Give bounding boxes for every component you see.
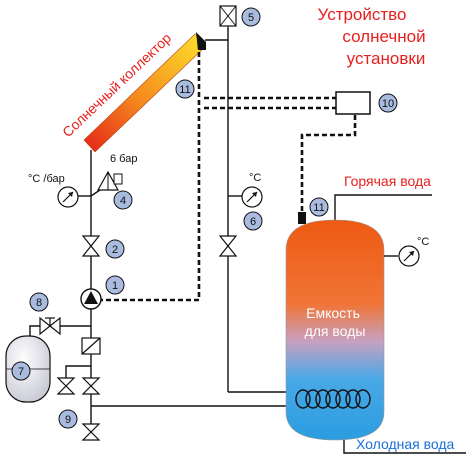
svg-text:1: 1 <box>112 280 118 292</box>
svg-text:6: 6 <box>250 216 256 228</box>
tank-temp-gauge <box>384 245 420 267</box>
air-vent <box>219 5 237 30</box>
badge-2: 2 <box>105 239 125 259</box>
safety-valve-pressure-label: 6 бар <box>110 153 137 165</box>
cold-water-label: Холодная вода <box>356 436 455 452</box>
temp-gauge-6 <box>241 186 263 208</box>
water-tank: Емкость для воды <box>285 219 385 441</box>
svg-text:10: 10 <box>382 98 394 110</box>
badge-8: 8 <box>29 292 49 312</box>
svg-text:2: 2 <box>112 244 118 256</box>
title-line-1: Устройство <box>318 5 407 24</box>
gauge-temp-label: °C <box>249 172 261 184</box>
svg-text:9: 9 <box>65 414 71 426</box>
svg-text:11: 11 <box>313 202 324 214</box>
tank-label-1: Емкость <box>306 305 360 321</box>
badge-5: 5 <box>241 7 261 27</box>
hot-water-label: Горячая вода <box>344 173 431 189</box>
svg-text:11: 11 <box>179 84 190 96</box>
valve-right-6 <box>218 235 238 257</box>
valve-expansion-8 <box>39 316 61 336</box>
circulation-pump <box>80 288 102 310</box>
controller-box <box>335 91 371 115</box>
tank-sensor <box>298 212 306 224</box>
svg-text:5: 5 <box>248 12 254 24</box>
valve-bottom-c <box>81 423 101 441</box>
title-line-3: установки <box>347 49 426 68</box>
heat-exchanger-coil <box>295 389 371 409</box>
badge-7: 7 <box>11 361 31 381</box>
tank-gauge-label: °C <box>417 236 429 248</box>
temp-pressure-gauge <box>57 186 79 208</box>
svg-text:8: 8 <box>36 297 42 309</box>
valve-bottom-a <box>56 377 76 395</box>
title-line-2: солнечной <box>342 27 425 46</box>
gauge-temp-pressure-label: °C /бар <box>28 173 65 185</box>
safety-valve <box>96 170 123 191</box>
badge-11-controller: 11 <box>175 79 195 99</box>
badge-1: 1 <box>105 275 125 295</box>
svg-text:7: 7 <box>18 366 24 378</box>
badge-9: 9 <box>58 409 78 429</box>
control-wiring <box>100 44 357 302</box>
badge-6: 6 <box>243 211 263 231</box>
valve-bottom-b <box>81 377 101 395</box>
valve-left-2 <box>81 235 101 257</box>
check-valve <box>81 337 101 355</box>
badge-10: 10 <box>378 93 398 113</box>
badge-11-tank: 11 <box>309 197 329 217</box>
badge-4: 4 <box>113 190 133 210</box>
tank-label-2: для воды <box>305 323 366 339</box>
svg-text:4: 4 <box>120 195 126 207</box>
